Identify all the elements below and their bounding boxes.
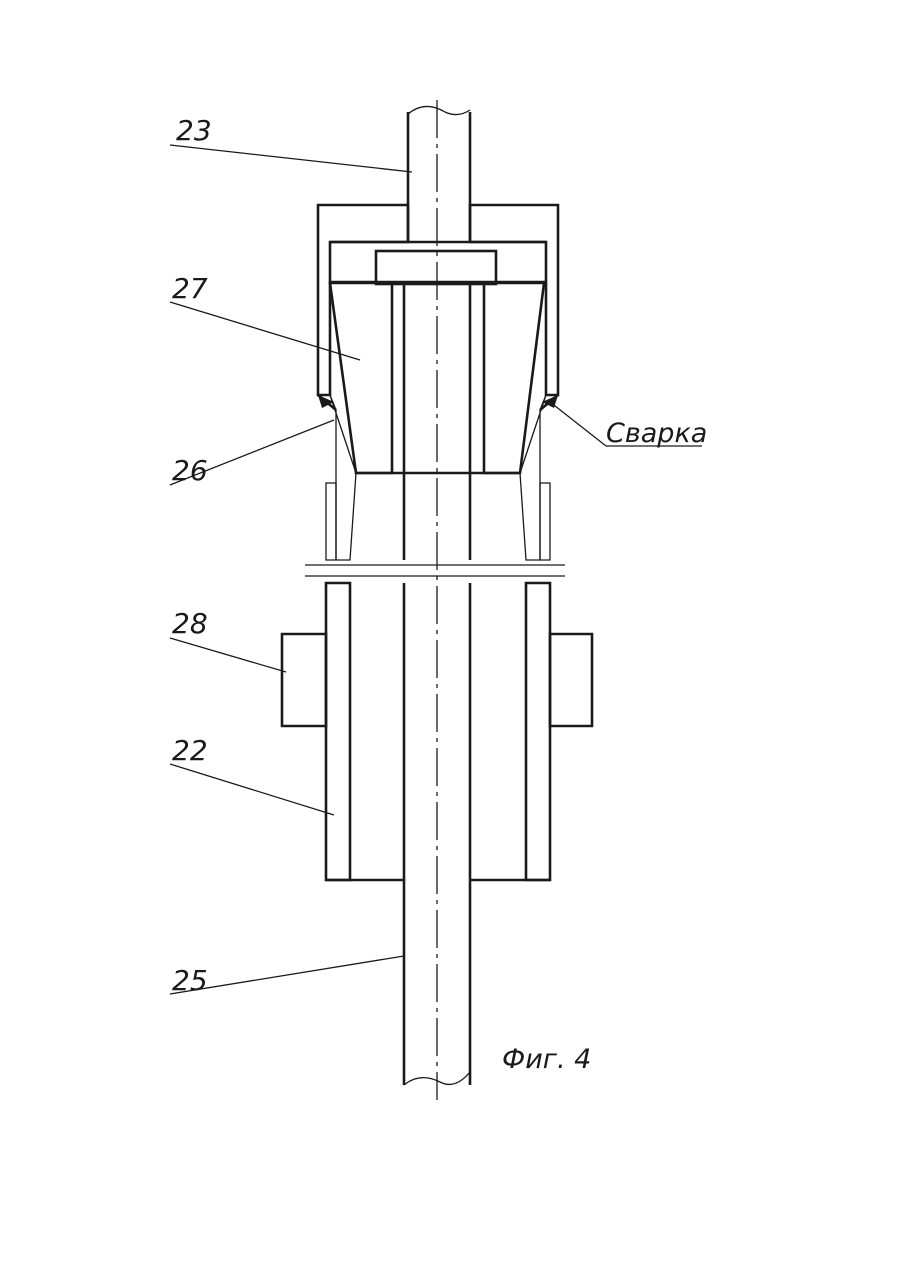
weld-beads <box>318 395 558 408</box>
callout-27: 27 <box>172 272 208 305</box>
upper-rod <box>408 106 470 242</box>
callout-26: 26 <box>172 454 208 487</box>
tapered-sleeve <box>318 395 558 560</box>
callout-28: 28 <box>172 607 208 640</box>
callout-22: 22 <box>172 734 208 767</box>
figure-caption: Фиг. 4 <box>502 1044 591 1075</box>
callout-25: 25 <box>172 964 208 997</box>
leader-lines <box>170 145 702 994</box>
outer-tube <box>326 483 550 880</box>
cap-nut <box>318 205 558 395</box>
break-lines <box>305 565 565 576</box>
weld-label: Сварка <box>606 418 707 449</box>
rod-head <box>376 251 496 284</box>
callout-23: 23 <box>176 114 212 147</box>
